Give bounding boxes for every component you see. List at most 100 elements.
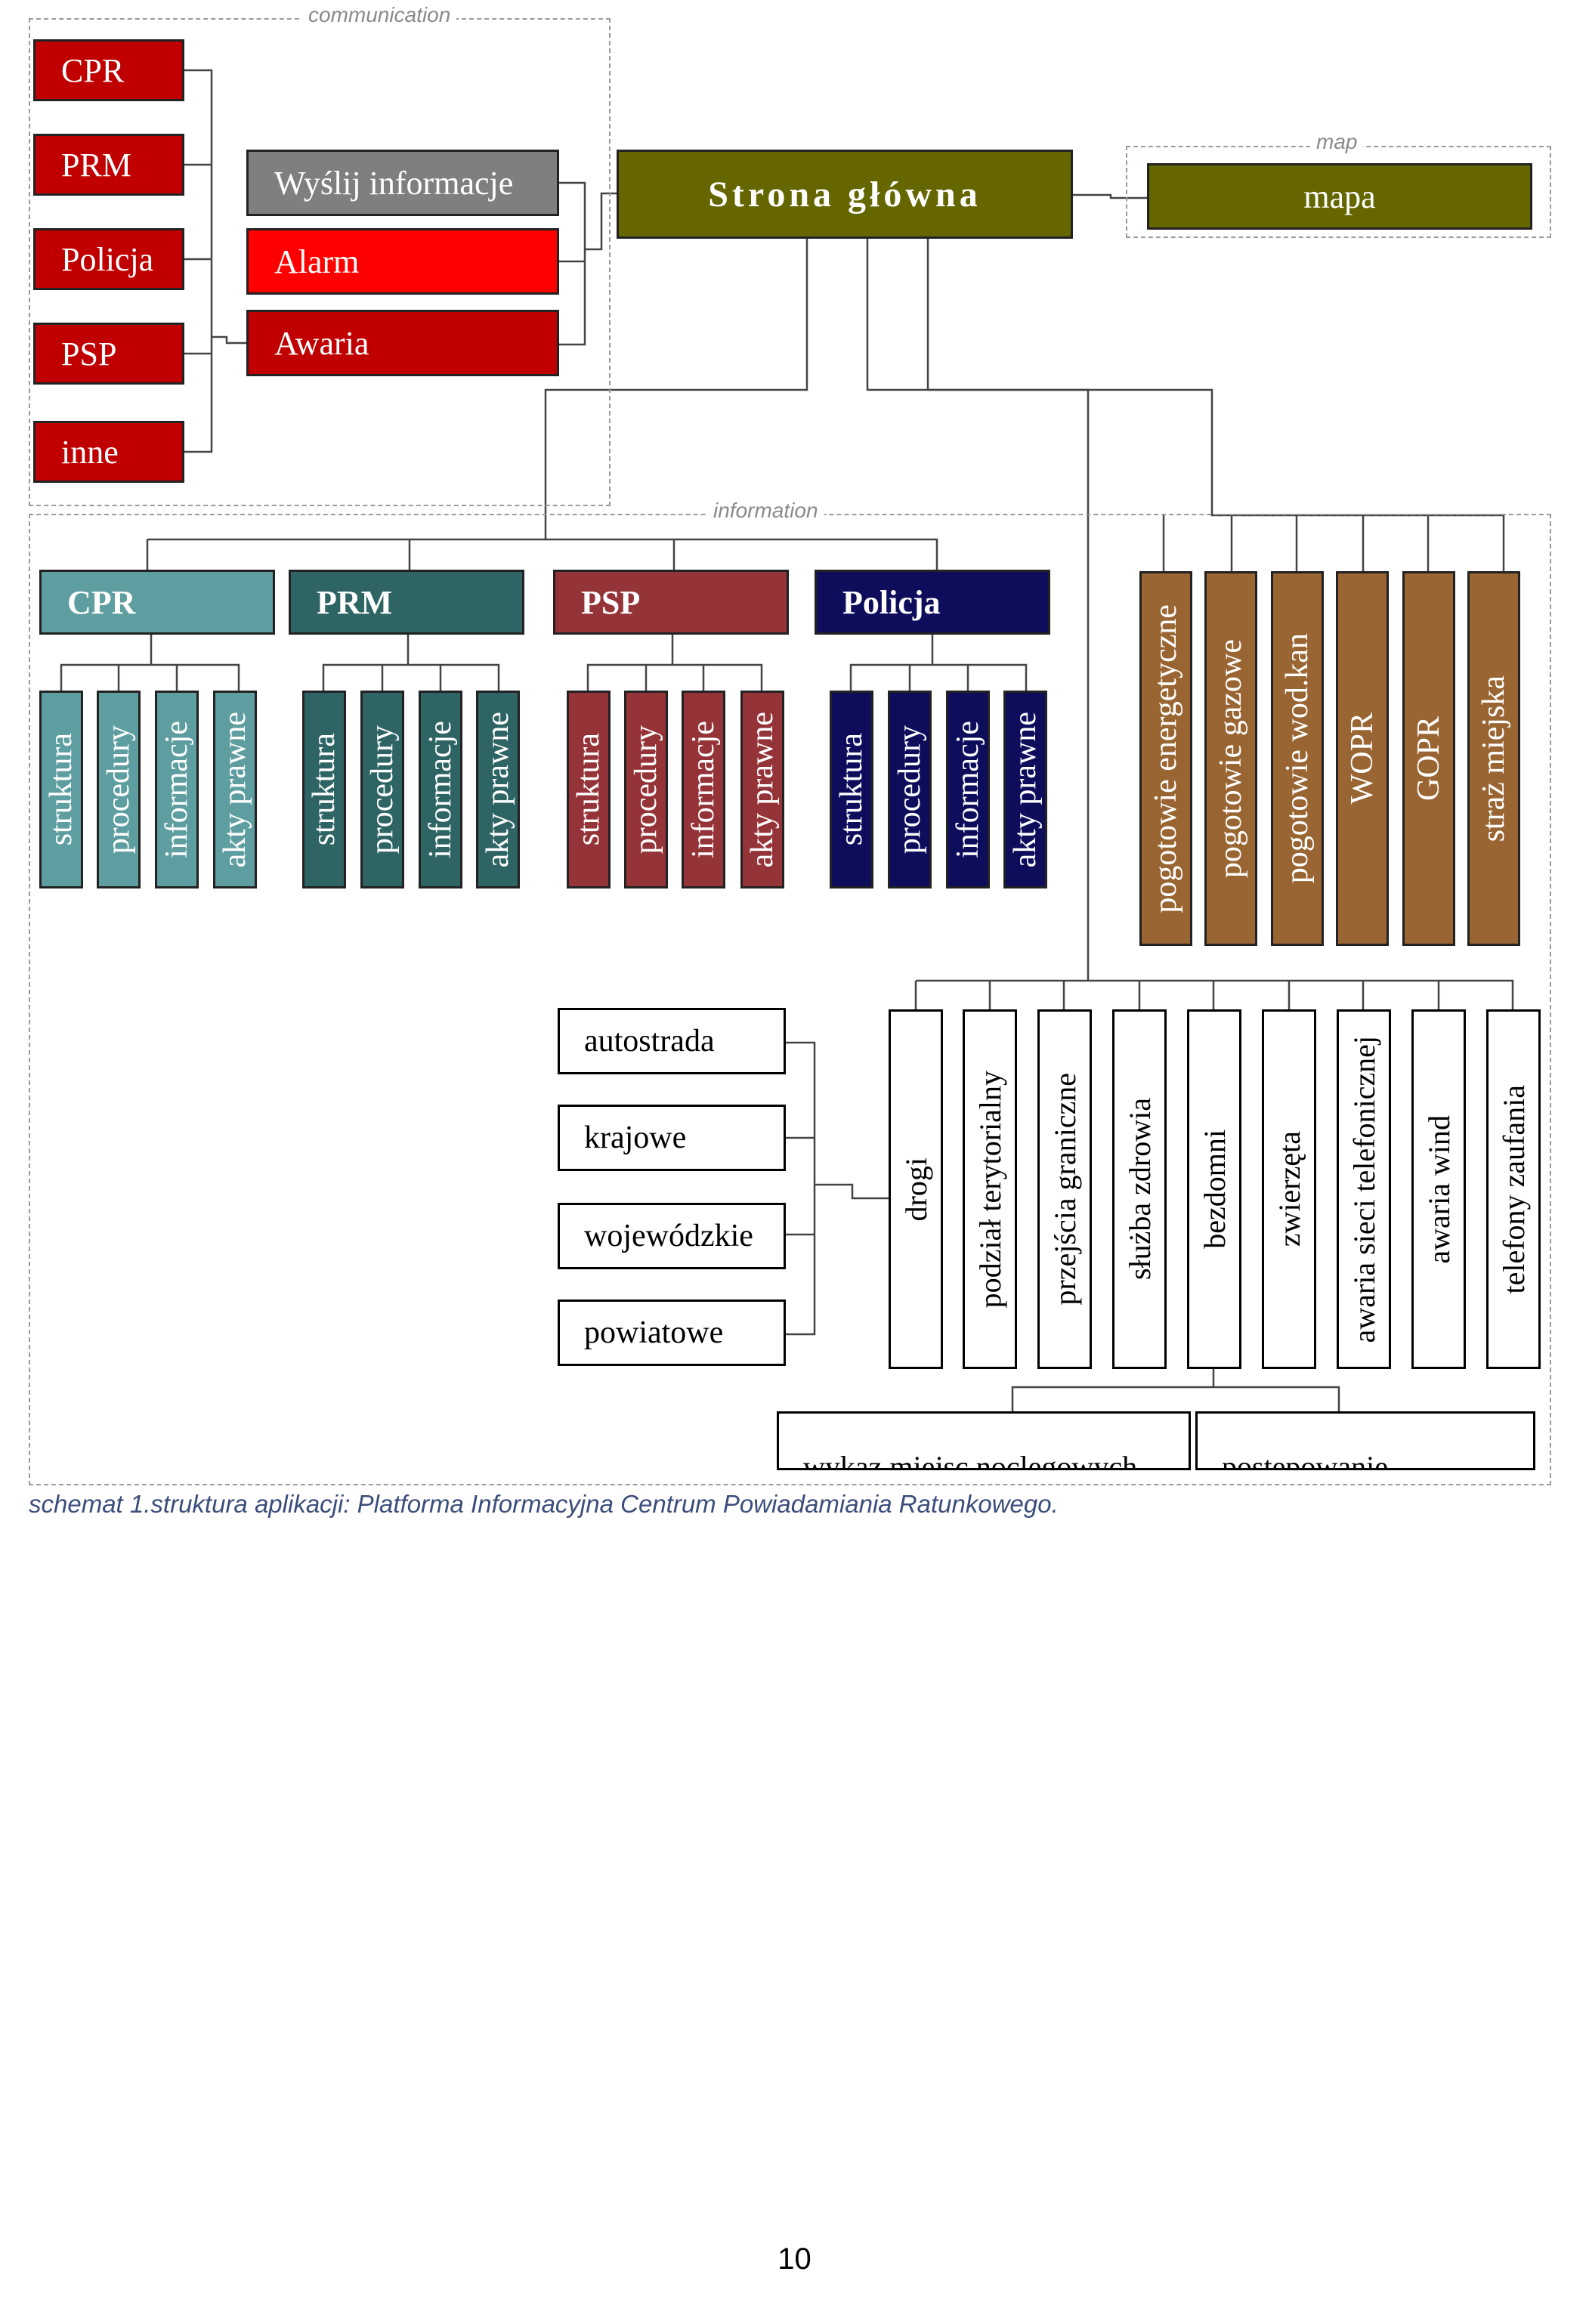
topic-label: bezdomni — [1197, 1130, 1232, 1249]
homeless-procedure: postępowanie — [1195, 1411, 1535, 1470]
psp-struktura: struktura — [567, 691, 611, 888]
child-label: akty prawne — [218, 711, 252, 868]
action-alarm: Alarm — [246, 228, 559, 295]
topic-label: awaria wind — [1421, 1114, 1456, 1264]
road-krajowe: krajowe — [558, 1105, 786, 1171]
road-powiatowe: powiatowe — [558, 1300, 786, 1366]
topic-label: podział terytorialny — [972, 1070, 1007, 1309]
recipient-policja: Policja — [33, 228, 184, 290]
road-autostrada: autostrada — [558, 1008, 786, 1074]
child-label: procedury — [365, 725, 400, 855]
connector-5 — [559, 181, 586, 346]
other-service-city-guard: straż miejska — [1467, 571, 1520, 946]
prm-informacje: informacje — [419, 691, 462, 888]
topic-label: drogi — [898, 1157, 933, 1222]
page-number: 10 — [777, 2242, 812, 2276]
recipient-label: PRM — [61, 145, 131, 184]
topic-drogi: drogi — [889, 1009, 943, 1369]
cpr-struktura: struktura — [39, 691, 83, 888]
prm-akty-prawne: akty prawne — [476, 691, 520, 888]
policja-struktura: struktura — [830, 691, 873, 888]
child-label: procedury — [629, 725, 663, 855]
figure-caption: schemat 1.struktura aplikacji: Platforma… — [29, 1490, 1059, 1518]
connector-4 — [212, 335, 246, 345]
topic-health-service: służba zdrowia — [1112, 1009, 1167, 1369]
service-label: PSP — [581, 583, 641, 621]
child-label: informacje — [686, 721, 721, 858]
other-service-label: pogotowie energetyczne — [1148, 604, 1184, 913]
connector-0 — [184, 69, 213, 453]
child-label: informacje — [951, 721, 985, 858]
connector-10 — [147, 538, 938, 570]
topic-label: zwierzęta — [1272, 1131, 1306, 1247]
connector-46 — [786, 1041, 816, 1336]
homeless-shelters-list: wykaz miejsc noclegowych — [777, 1411, 1191, 1470]
connector-26 — [408, 663, 500, 691]
child-label: struktura — [834, 733, 869, 846]
road-wojewodzkie: wojewódzkie — [558, 1203, 786, 1269]
child-label: procedury — [101, 725, 136, 855]
recipient-cpr: CPR — [33, 39, 184, 101]
information-zone-label: information — [707, 499, 824, 523]
connector-22 — [151, 663, 240, 691]
topic-label: awaria sieci telefonicznej — [1346, 1035, 1381, 1343]
connector-34 — [932, 663, 1028, 691]
connector-15 — [926, 239, 1505, 571]
policja-informacje: informacje — [946, 691, 990, 888]
connector-21 — [60, 635, 153, 691]
policja-procedury: procedury — [888, 691, 932, 888]
road-label: krajowe — [584, 1120, 687, 1155]
recipient-prm: PRM — [33, 134, 184, 196]
action-label: Alarm — [274, 243, 360, 280]
recipient-label: PSP — [61, 334, 117, 373]
action-failure: Awaria — [246, 310, 559, 376]
homeless-child-label: wykaz miejsc noclegowych — [803, 1450, 1138, 1470]
service-label: Policja — [842, 583, 941, 621]
child-label: informacje — [159, 721, 194, 858]
connector-25 — [322, 635, 410, 691]
other-service-gopr: GOPR — [1402, 571, 1455, 946]
connector-29 — [586, 635, 674, 691]
other-service-gas: pogotowie gazowe — [1204, 571, 1257, 946]
map-box-label: mapa — [1303, 178, 1376, 215]
policja-akty-prawne: akty prawne — [1003, 691, 1047, 888]
topic-elevator-failure: awaria wind — [1411, 1009, 1466, 1369]
psp-procedury: procedury — [624, 691, 668, 888]
service-policja: Policja — [815, 570, 1050, 635]
topic-helplines: telefony zaufania — [1486, 1009, 1541, 1369]
child-label: akty prawne — [745, 711, 780, 868]
map-box: mapa — [1147, 163, 1532, 230]
prm-procedury: procedury — [360, 691, 404, 888]
other-service-label: pogotowie wod.kan — [1279, 633, 1315, 884]
service-label: CPR — [67, 583, 136, 621]
other-service-wopr: WOPR — [1336, 571, 1389, 946]
child-label: procedury — [892, 725, 927, 855]
action-label: Awaria — [274, 324, 369, 362]
other-service-energy: pogotowie energetyczne — [1139, 571, 1192, 946]
connector-37 — [916, 979, 1514, 1009]
topic-border-crossings: przejścia graniczne — [1037, 1009, 1092, 1369]
topic-label: telefony zaufania — [1496, 1084, 1531, 1294]
connector-50 — [1011, 1369, 1215, 1411]
child-label: struktura — [44, 733, 79, 846]
home-box: Strona główna — [617, 150, 1073, 239]
other-service-label: straż miejska — [1476, 675, 1512, 842]
topic-territorial-division: podział terytorialny — [963, 1009, 1017, 1369]
topic-label: służba zdrowia — [1122, 1098, 1157, 1281]
cpr-informacje: informacje — [155, 691, 199, 888]
recipient-inne: inne — [33, 421, 184, 483]
service-psp: PSP — [553, 570, 789, 635]
connector-9 — [544, 239, 808, 539]
psp-informacje: informacje — [682, 691, 725, 888]
communication-zone-label: communication — [302, 3, 457, 27]
road-label: autostrada — [584, 1024, 715, 1058]
other-service-water: pogotowie wod.kan — [1271, 571, 1324, 946]
connector-30 — [672, 663, 763, 691]
connector-49 — [815, 1183, 889, 1200]
topic-animals: zwierzęta — [1262, 1009, 1316, 1369]
homeless-child-label: postępowanie — [1222, 1450, 1388, 1470]
connector-8 — [1073, 193, 1147, 199]
road-label: powiatowe — [584, 1315, 724, 1350]
